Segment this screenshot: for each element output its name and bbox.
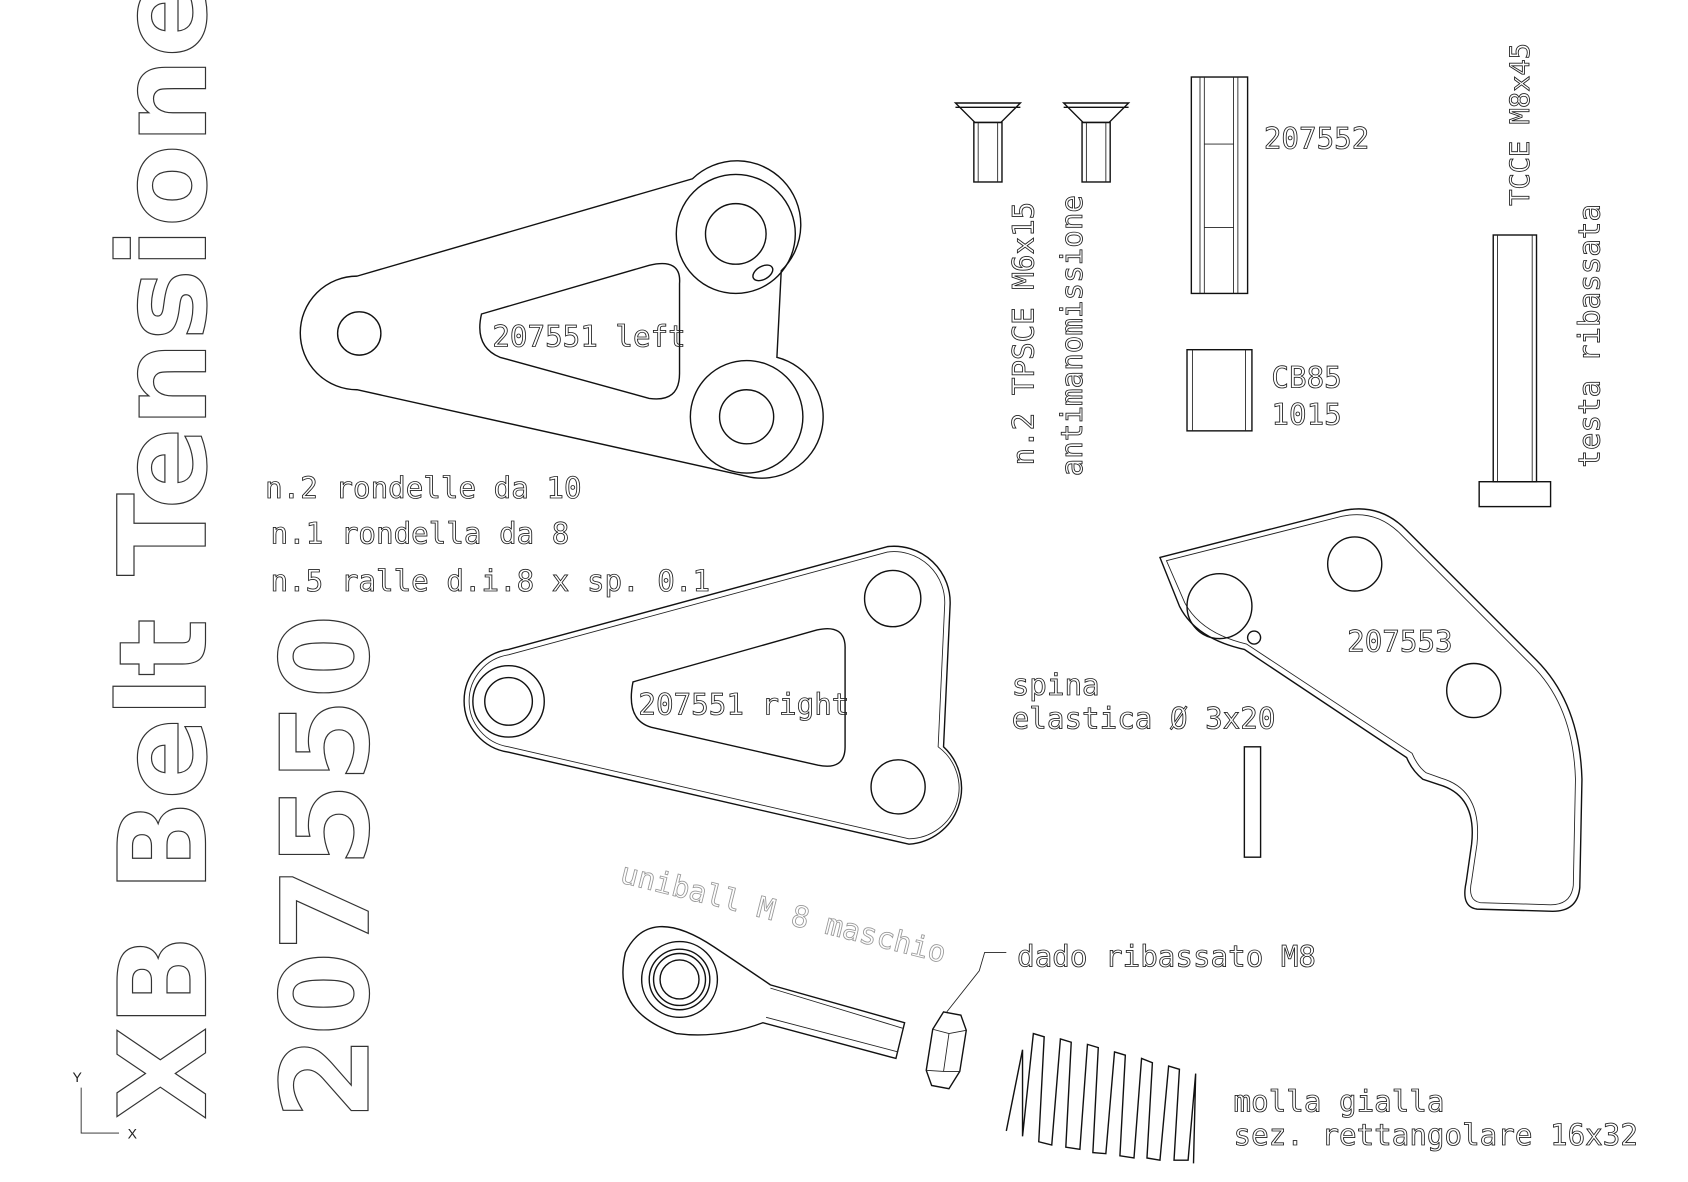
bushing-label-2: 1015 bbox=[1271, 397, 1341, 431]
right-arm-part bbox=[463, 545, 963, 845]
screws-label: n.2 TPSCE M6x15 bbox=[1006, 202, 1040, 466]
note-washers-10: n.2 rondelle da 10 bbox=[265, 471, 581, 505]
nut-leader-line bbox=[946, 951, 1007, 1013]
spring-part bbox=[1005, 1032, 1197, 1164]
plate-label: 207553 bbox=[1347, 625, 1453, 659]
bolt-label-2: testa ribassata bbox=[1572, 204, 1606, 468]
spring-label: molla gialla bbox=[1234, 1084, 1445, 1118]
spring-label-2: sez. rettangolare 16x32 bbox=[1234, 1118, 1638, 1152]
nut-part bbox=[925, 1011, 967, 1090]
left-arm-label: 207551 left bbox=[492, 319, 685, 353]
bolt-part bbox=[1478, 234, 1552, 508]
bushing-label: CB85 bbox=[1271, 361, 1341, 395]
bushing-part bbox=[1186, 348, 1253, 432]
plate-part bbox=[1159, 508, 1583, 912]
x-axis-label: X bbox=[128, 1126, 138, 1142]
right-arm-label: 207551 right bbox=[638, 687, 849, 721]
y-axis-label: Y bbox=[72, 1069, 82, 1085]
spacer-label: 207552 bbox=[1264, 121, 1370, 155]
uniball-part bbox=[622, 925, 906, 1060]
part-number: 207550 bbox=[256, 614, 397, 1120]
drawing-title: XB Belt Tensioner bbox=[94, 0, 235, 1120]
screws-label-2: antimanomissione bbox=[1055, 195, 1089, 476]
pin-label: spina bbox=[1012, 668, 1100, 702]
spring-pin-part bbox=[1243, 746, 1262, 858]
note-washer-8: n.1 rondella da 8 bbox=[271, 516, 570, 550]
nut-label: dado ribassato M8 bbox=[1017, 939, 1316, 973]
note-shims: n.5 ralle d.i.8 x sp. 0.1 bbox=[271, 564, 711, 598]
uniball-label: uniball M 8 maschio bbox=[617, 856, 949, 970]
ucs-axis-icon: Y X bbox=[72, 1069, 137, 1141]
pin-label-2: elastica Ø 3x20 bbox=[1012, 701, 1276, 735]
countersunk-screws bbox=[953, 102, 1131, 183]
left-arm-part bbox=[299, 160, 824, 479]
spacer-part bbox=[1190, 76, 1249, 295]
bolt-label: TCCE M8x45 bbox=[1505, 43, 1536, 206]
